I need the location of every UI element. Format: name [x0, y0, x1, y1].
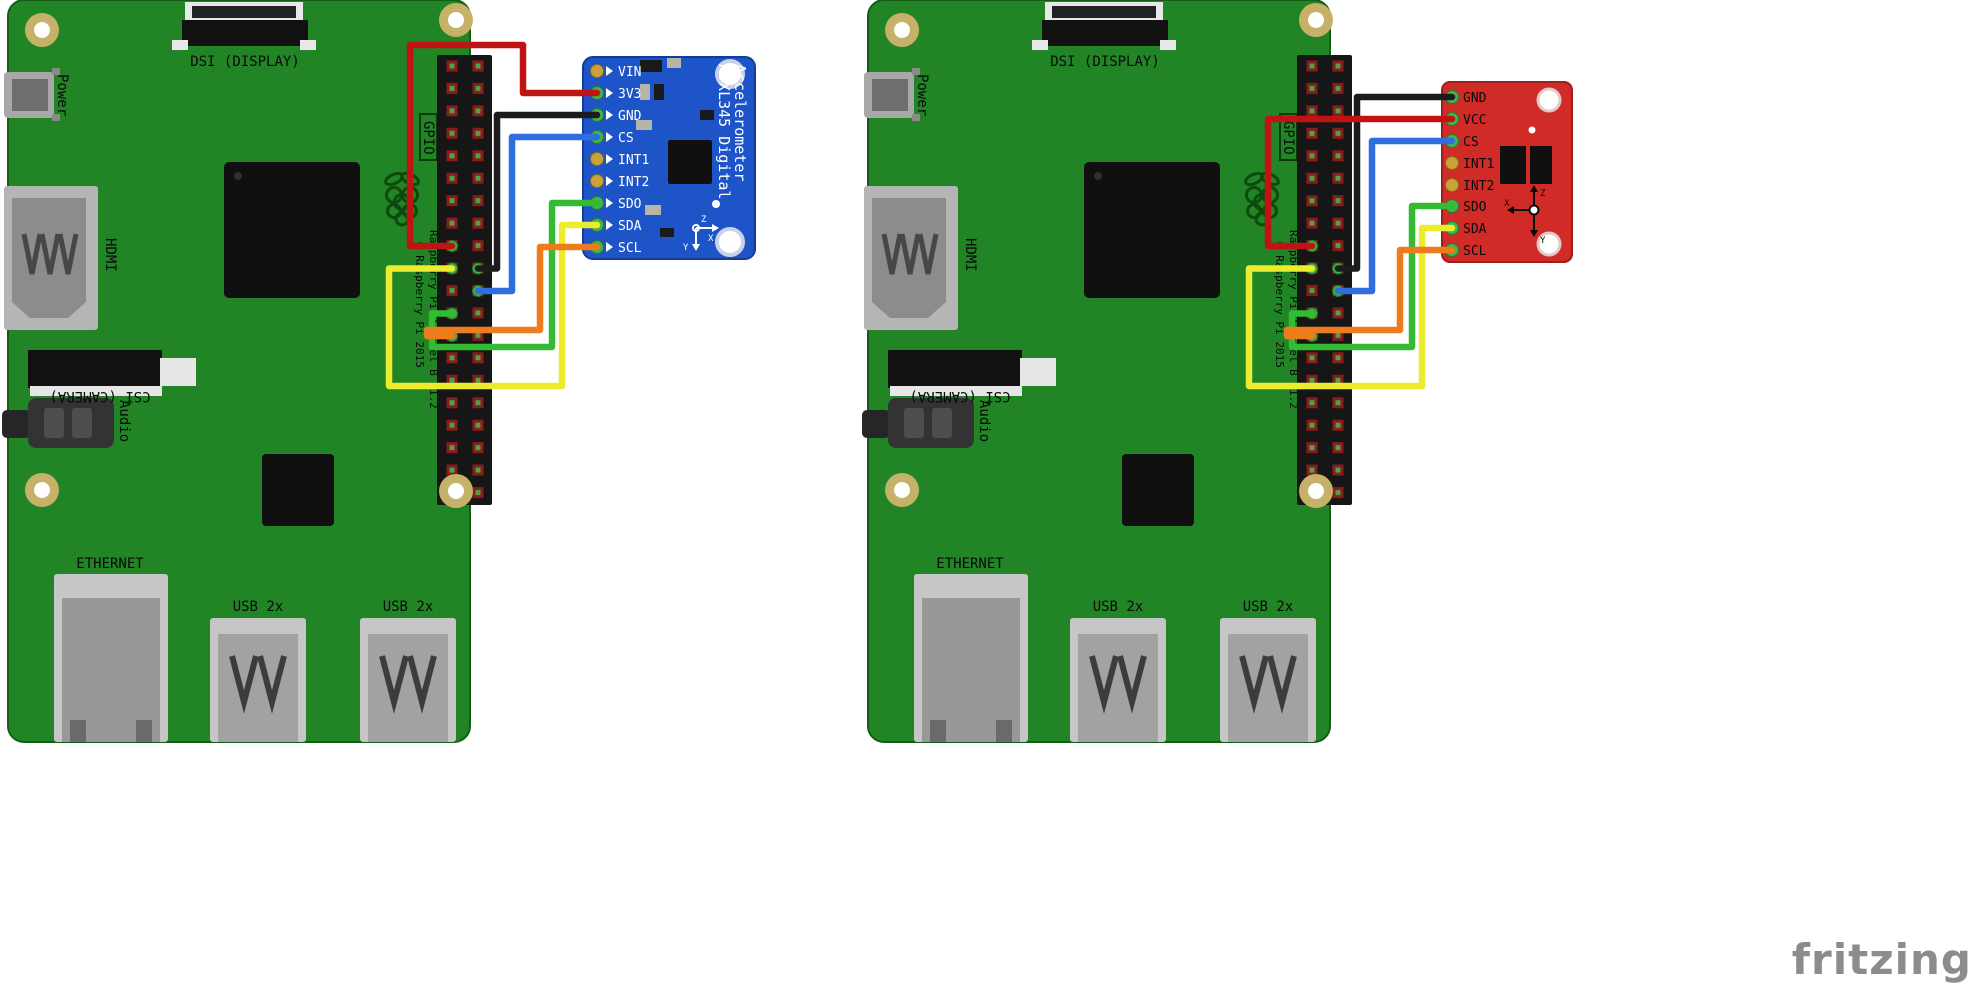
pin-label: SDO — [618, 197, 642, 212]
mounting-hole — [715, 59, 745, 89]
companion-chip — [1530, 146, 1552, 184]
adxl345-chip — [1500, 146, 1526, 184]
sparkfun-pin-labels: GND VCC CS INT1 INT2 SDO SDA SCL — [1463, 91, 1494, 259]
chip-dot — [712, 200, 720, 208]
gpio-label: GPIO — [420, 121, 436, 155]
pin-label: INT2 — [1463, 179, 1494, 194]
axis-z-label: Z — [701, 215, 707, 225]
csi-label: CSI (CAMERA) — [49, 388, 150, 404]
csi-label: CSI (CAMERA) — [909, 388, 1010, 404]
wire-left-gnd — [474, 111, 601, 272]
axis-y-label: Y — [1540, 236, 1546, 246]
wire-right-scl — [1283, 246, 1456, 340]
power-label: Power — [914, 74, 930, 116]
usb-b-label: USB 2x — [383, 599, 434, 615]
wires-left — [385, 41, 601, 390]
pin-label: INT1 — [618, 153, 649, 168]
axis-indicator-icon — [692, 224, 719, 251]
dsi-label: DSI (DISPLAY) — [190, 54, 300, 70]
raspberry-pi-board-right — [862, 0, 1352, 742]
wire-right-sdo — [1288, 202, 1456, 351]
axis-indicator-icon — [1507, 185, 1540, 237]
pin-label: SCL — [618, 241, 642, 256]
adxl345-chip — [668, 140, 712, 184]
wire-right-cs — [1334, 137, 1456, 295]
mounting-hole — [715, 227, 745, 257]
copyright-label: © Raspberry Pi 2015 — [413, 242, 426, 368]
adafruit-board-name-line1: ADXL345 Digital — [715, 64, 733, 199]
passive-components — [636, 58, 714, 237]
pin-label: 3V3 — [618, 87, 641, 102]
usb-a-label: USB 2x — [233, 599, 284, 615]
copyright-label: © Raspberry Pi 2015 — [1273, 242, 1286, 368]
raspberry-pi-board-left — [2, 0, 492, 742]
mounting-hole — [1536, 231, 1562, 257]
adafruit-pin-labels: VIN 3V3 GND CS INT1 INT2 SDO SDA SCL — [618, 65, 649, 256]
pin-label: INT2 — [618, 175, 649, 190]
fiducial-dot — [1528, 126, 1536, 134]
pin-label: INT1 — [1463, 157, 1494, 172]
fritzing-logo: fritzing — [1792, 935, 1972, 984]
adafruit-board-name-line2: Accelerometer — [731, 64, 749, 181]
pin-label: CS — [618, 131, 634, 146]
power-label: Power — [54, 74, 70, 116]
wire-left-sda — [385, 221, 601, 390]
wire-right-vcc — [1264, 115, 1456, 250]
hdmi-label: HDMI — [102, 238, 118, 272]
pin-label: GND — [1463, 91, 1487, 106]
pin-label: SCL — [1463, 244, 1487, 259]
usb-b-label: USB 2x — [1243, 599, 1294, 615]
pin-label: CS — [1463, 135, 1479, 150]
pin-label: GND — [618, 109, 642, 124]
pin-label: VCC — [1463, 113, 1486, 128]
wire-left-sdo — [428, 199, 601, 351]
wires-right — [1245, 93, 1456, 390]
axis-x-label: X — [1504, 199, 1510, 209]
dsi-label: DSI (DISPLAY) — [1050, 54, 1160, 70]
wire-left-cs — [474, 133, 601, 295]
adafruit-adxl345-board: VIN 3V3 GND CS INT1 INT2 SDO SDA SCL ADX… — [582, 56, 756, 260]
pin-label: VIN — [618, 65, 641, 80]
pin-arrow-icons — [606, 66, 613, 252]
gpio-label: GPIO — [1280, 121, 1296, 155]
ethernet-label: ETHERNET — [76, 556, 144, 572]
sparkfun-adxl345-board: GND VCC CS INT1 INT2 SDO SDA SCL Z X Y — [1441, 81, 1573, 263]
axis-x-label: X — [708, 234, 714, 244]
axis-y-label: Y — [683, 243, 689, 253]
ethernet-label: ETHERNET — [936, 556, 1004, 572]
pin-label: SDA — [1463, 222, 1487, 237]
axis-z-label: Z — [1540, 189, 1546, 199]
pin-label: SDA — [618, 219, 642, 234]
pin-label: SDO — [1463, 200, 1487, 215]
audio-label: Audio — [976, 400, 992, 442]
usb-a-label: USB 2x — [1093, 599, 1144, 615]
hdmi-label: HDMI — [962, 238, 978, 272]
wire-left-3v3 — [406, 41, 601, 250]
wire-right-sda — [1245, 224, 1456, 390]
audio-label: Audio — [116, 400, 132, 442]
wire-right-gnd — [1334, 93, 1456, 272]
mounting-hole — [1536, 87, 1562, 113]
wire-left-scl — [423, 243, 601, 340]
